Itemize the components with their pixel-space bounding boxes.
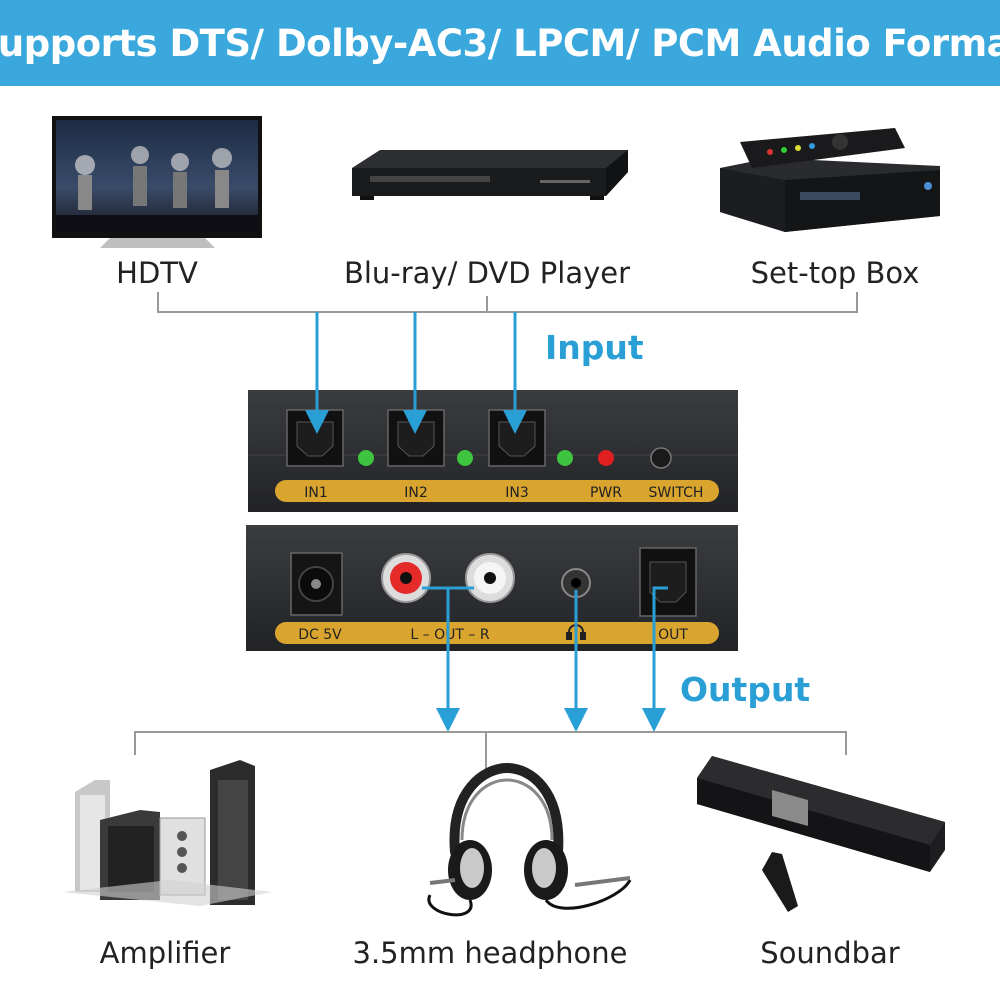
output-section-label: Output bbox=[680, 670, 811, 709]
banner-title: Supports DTS/ Dolby-AC3/ LPCM/ PCM Audio… bbox=[0, 21, 1000, 65]
title-banner: Supports DTS/ Dolby-AC3/ LPCM/ PCM Audio… bbox=[0, 0, 1000, 86]
power-led bbox=[598, 450, 614, 466]
in2-label: IN2 bbox=[404, 485, 428, 501]
arrow-from-optical bbox=[642, 586, 668, 732]
input-section-label: Input bbox=[545, 328, 644, 367]
soundbar-icon bbox=[697, 756, 945, 912]
amplifier-speakers-icon bbox=[62, 760, 272, 906]
input-bracket bbox=[157, 292, 858, 313]
headphone-icon bbox=[427, 762, 632, 917]
optical-output[interactable] bbox=[639, 547, 697, 617]
input-arrows bbox=[305, 312, 527, 434]
in3-led bbox=[557, 450, 573, 466]
out-label: OUT bbox=[658, 627, 688, 643]
front-label-bar bbox=[275, 480, 719, 502]
output-label-soundbar: Soundbar bbox=[760, 936, 900, 970]
set-top-box-icon bbox=[720, 128, 940, 232]
front-panel: IN1 IN2 IN3 PWR SWITCH bbox=[248, 390, 738, 512]
optical-input-3[interactable] bbox=[488, 409, 546, 467]
in1-led bbox=[358, 450, 374, 466]
switch-button[interactable] bbox=[650, 447, 672, 469]
in3-label: IN3 bbox=[505, 485, 529, 501]
in2-led bbox=[457, 450, 473, 466]
output-label-amplifier: Amplifier bbox=[99, 936, 231, 970]
rca-right-jack[interactable] bbox=[465, 553, 515, 603]
headphone-jack[interactable] bbox=[561, 568, 591, 598]
output-label-headphone: 3.5mm headphone bbox=[352, 936, 628, 970]
hdtv-icon bbox=[52, 116, 262, 248]
output-bracket bbox=[134, 731, 847, 770]
rca-label: L – OUT – R bbox=[410, 627, 489, 643]
output-arrows bbox=[422, 586, 668, 732]
in1-label: IN1 bbox=[304, 485, 328, 501]
pwr-label: PWR bbox=[590, 485, 622, 501]
switch-label: SWITCH bbox=[649, 485, 704, 501]
source-label-bluray: Blu-ray/ DVD Player bbox=[343, 256, 631, 290]
back-label-bar bbox=[275, 622, 719, 644]
dc-power-jack[interactable] bbox=[290, 552, 343, 616]
source-label-hdtv: HDTV bbox=[116, 256, 198, 290]
optical-input-1[interactable] bbox=[286, 409, 344, 467]
source-label-settop: Set-top Box bbox=[750, 256, 920, 290]
dc-label: DC 5V bbox=[298, 627, 342, 643]
bluray-player-icon bbox=[352, 150, 628, 200]
rca-left-jack[interactable] bbox=[381, 553, 431, 603]
